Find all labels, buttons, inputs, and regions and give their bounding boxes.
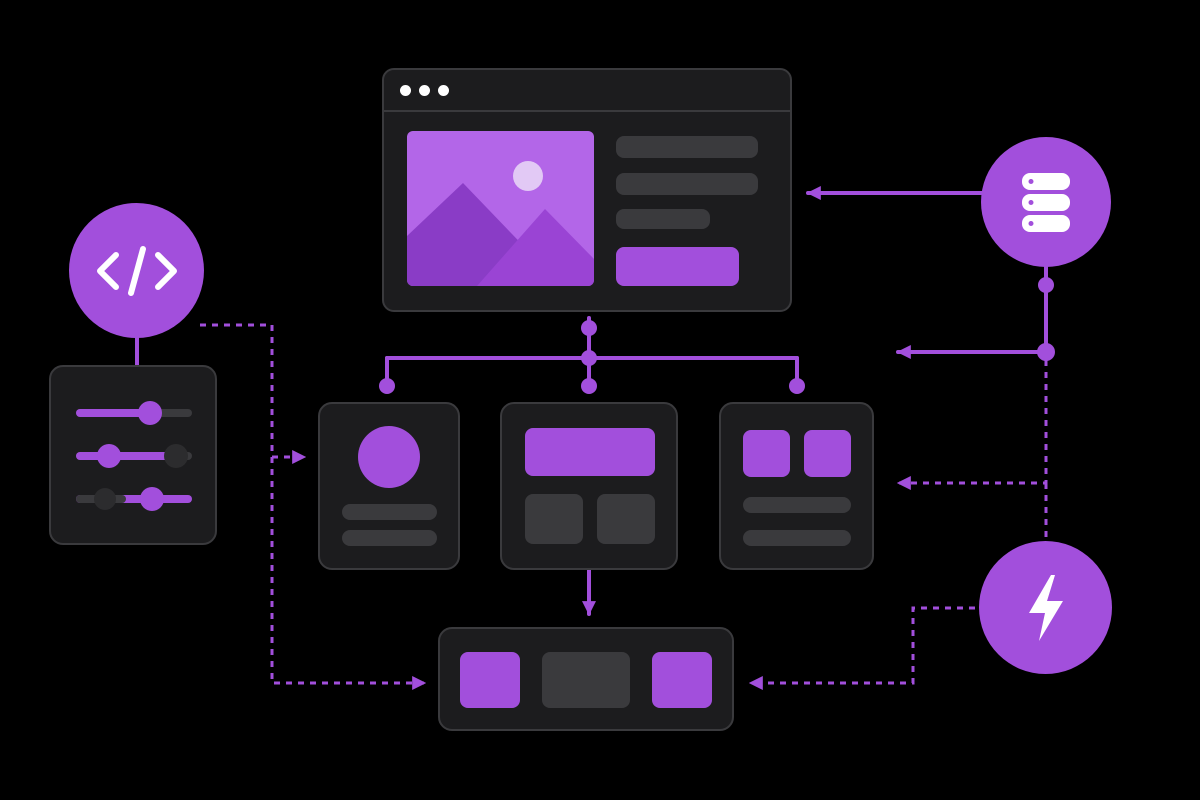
code-to-footer-dashed (270, 457, 427, 690)
tile-block (743, 430, 790, 477)
tile-block (804, 430, 851, 477)
code-brackets-icon (96, 245, 177, 296)
text-line-placeholder (743, 530, 851, 546)
database-to-grid-dashed (896, 360, 1048, 490)
footer-block (542, 652, 630, 708)
text-line-placeholder (616, 136, 758, 158)
header-block (525, 428, 655, 476)
event-node (979, 541, 1112, 674)
image-placeholder-icon (407, 131, 594, 286)
profile-card (318, 402, 460, 570)
footer-block (652, 652, 712, 708)
text-line-placeholder (616, 209, 710, 229)
junction-dot (581, 350, 597, 366)
settings-panel-card (49, 365, 217, 545)
footer-bar-card (438, 627, 734, 731)
junction-dot (379, 378, 395, 394)
sliders-icon[interactable] (51, 367, 215, 543)
code-node (69, 203, 204, 338)
footer-block (460, 652, 520, 708)
text-line-placeholder (743, 497, 851, 513)
window-titlebar (384, 70, 790, 112)
junction-dot (789, 378, 805, 394)
lightning-bolt-icon (1028, 574, 1063, 641)
cta-button[interactable] (616, 247, 739, 286)
text-line-placeholder (616, 173, 758, 195)
code-to-profile-dashed (200, 323, 307, 464)
junction-dot (581, 320, 597, 336)
avatar-circle-icon (358, 426, 420, 488)
event-to-footer-dashed (748, 606, 975, 690)
database-node (981, 137, 1111, 267)
browser-window-card (382, 68, 792, 312)
junction-dot (581, 378, 597, 394)
junction-dot (1037, 343, 1055, 361)
grid-card (719, 402, 874, 570)
text-line-placeholder (342, 504, 437, 520)
text-line-placeholder (342, 530, 437, 546)
window-dot (419, 85, 430, 96)
content-block (597, 494, 655, 544)
junction-dot (1038, 277, 1054, 293)
window-dot (400, 85, 411, 96)
database-icon (1022, 173, 1070, 232)
content-block (525, 494, 583, 544)
hero-image (407, 131, 594, 286)
window-dot (438, 85, 449, 96)
layout-card (500, 402, 678, 570)
